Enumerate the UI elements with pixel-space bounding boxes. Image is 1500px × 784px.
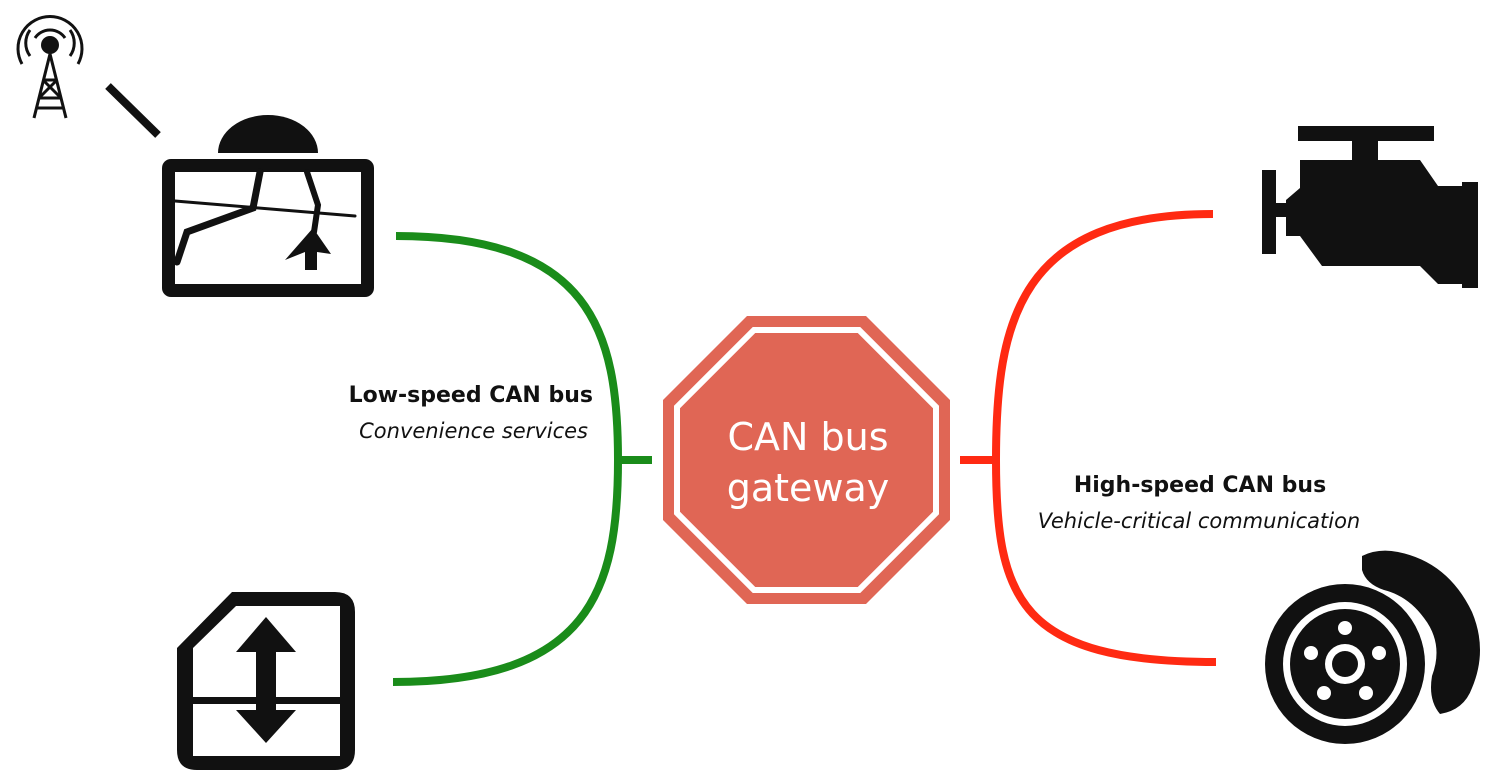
engine-icon xyxy=(1262,126,1478,288)
gateway-octagon: CAN bus gateway xyxy=(663,316,950,604)
low-speed-bus-top-branch xyxy=(395,232,622,461)
power-window-icon xyxy=(177,592,355,770)
low-speed-bus-lines xyxy=(392,232,652,686)
radio-tower-icon xyxy=(16,15,84,119)
high-speed-bus-top-branch xyxy=(992,210,1214,461)
gateway-label-line1: CAN bus xyxy=(727,415,888,459)
low-speed-bus-subtitle: Convenience services xyxy=(359,419,588,443)
navigation-unit-icon xyxy=(162,115,374,297)
high-speed-bus-bottom-branch xyxy=(992,459,1217,666)
high-speed-bus-title: High-speed CAN bus xyxy=(1074,473,1326,498)
gateway-label-line2: gateway xyxy=(727,466,890,510)
brake-disc-icon xyxy=(1265,550,1480,744)
low-speed-bus-bottom-branch xyxy=(392,459,622,686)
high-speed-bus-subtitle: Vehicle-critical communication xyxy=(1038,509,1361,533)
low-speed-bus-title: Low-speed CAN bus xyxy=(349,383,593,408)
gateway-octagon-inner xyxy=(674,327,939,593)
radio-link-line xyxy=(105,83,161,138)
high-speed-bus-lines xyxy=(960,210,1217,666)
